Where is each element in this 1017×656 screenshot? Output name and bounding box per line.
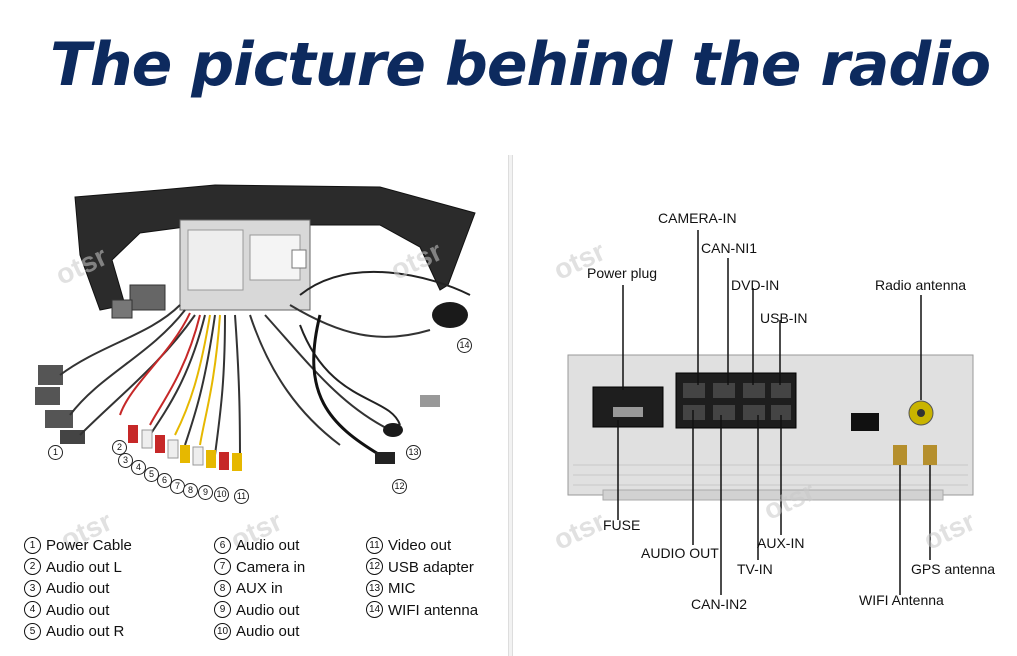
callout-9: 9 — [198, 485, 213, 500]
rear-unit-diagram — [567, 230, 974, 595]
page-title: The picture behind the radio — [50, 30, 991, 100]
callout-4: 4 — [131, 460, 146, 475]
label-can-ni1: CAN-NI1 — [701, 240, 758, 256]
callout-14: 14 — [457, 338, 472, 353]
label-camera-in: CAMERA-IN — [658, 210, 737, 226]
label-power-plug: Power plug — [587, 265, 658, 281]
callout-13: 13 — [406, 445, 421, 460]
label-fuse: FUSE — [603, 517, 641, 533]
label-usb-in: USB-IN — [760, 310, 808, 326]
callout-10: 10 — [214, 487, 229, 502]
label-audio-out: AUDIO OUT — [641, 545, 719, 561]
wiring-harness-illustration — [35, 184, 476, 471]
callout-12: 12 — [392, 479, 407, 494]
label-dvd-in: DVD-IN — [731, 277, 780, 293]
label-wifi-antenna: WIFI Antenna — [859, 592, 944, 608]
rca-plugs — [128, 425, 242, 471]
label-can-in2: CAN-IN2 — [691, 596, 748, 612]
right-panel-rear-unit: CAMERA-IN CAN-NI1 DVD-IN USB-IN Power pl… — [512, 155, 1017, 656]
callout-11: 11 — [234, 489, 249, 504]
label-gps-antenna: GPS antenna — [911, 561, 996, 577]
callout-5: 5 — [144, 467, 159, 482]
label-tv-in: TV-IN — [737, 561, 773, 577]
callout-3: 3 — [118, 453, 133, 468]
left-panel-wiring: 1 2 3 4 5 6 7 8 9 10 11 12 13 14 otsr ot… — [0, 155, 509, 656]
panel-divider — [509, 155, 512, 656]
callout-8: 8 — [183, 483, 198, 498]
label-radio-antenna: Radio antenna — [875, 277, 967, 293]
label-aux-in: AUX-IN — [757, 535, 805, 551]
callout-1: 1 — [48, 445, 63, 460]
